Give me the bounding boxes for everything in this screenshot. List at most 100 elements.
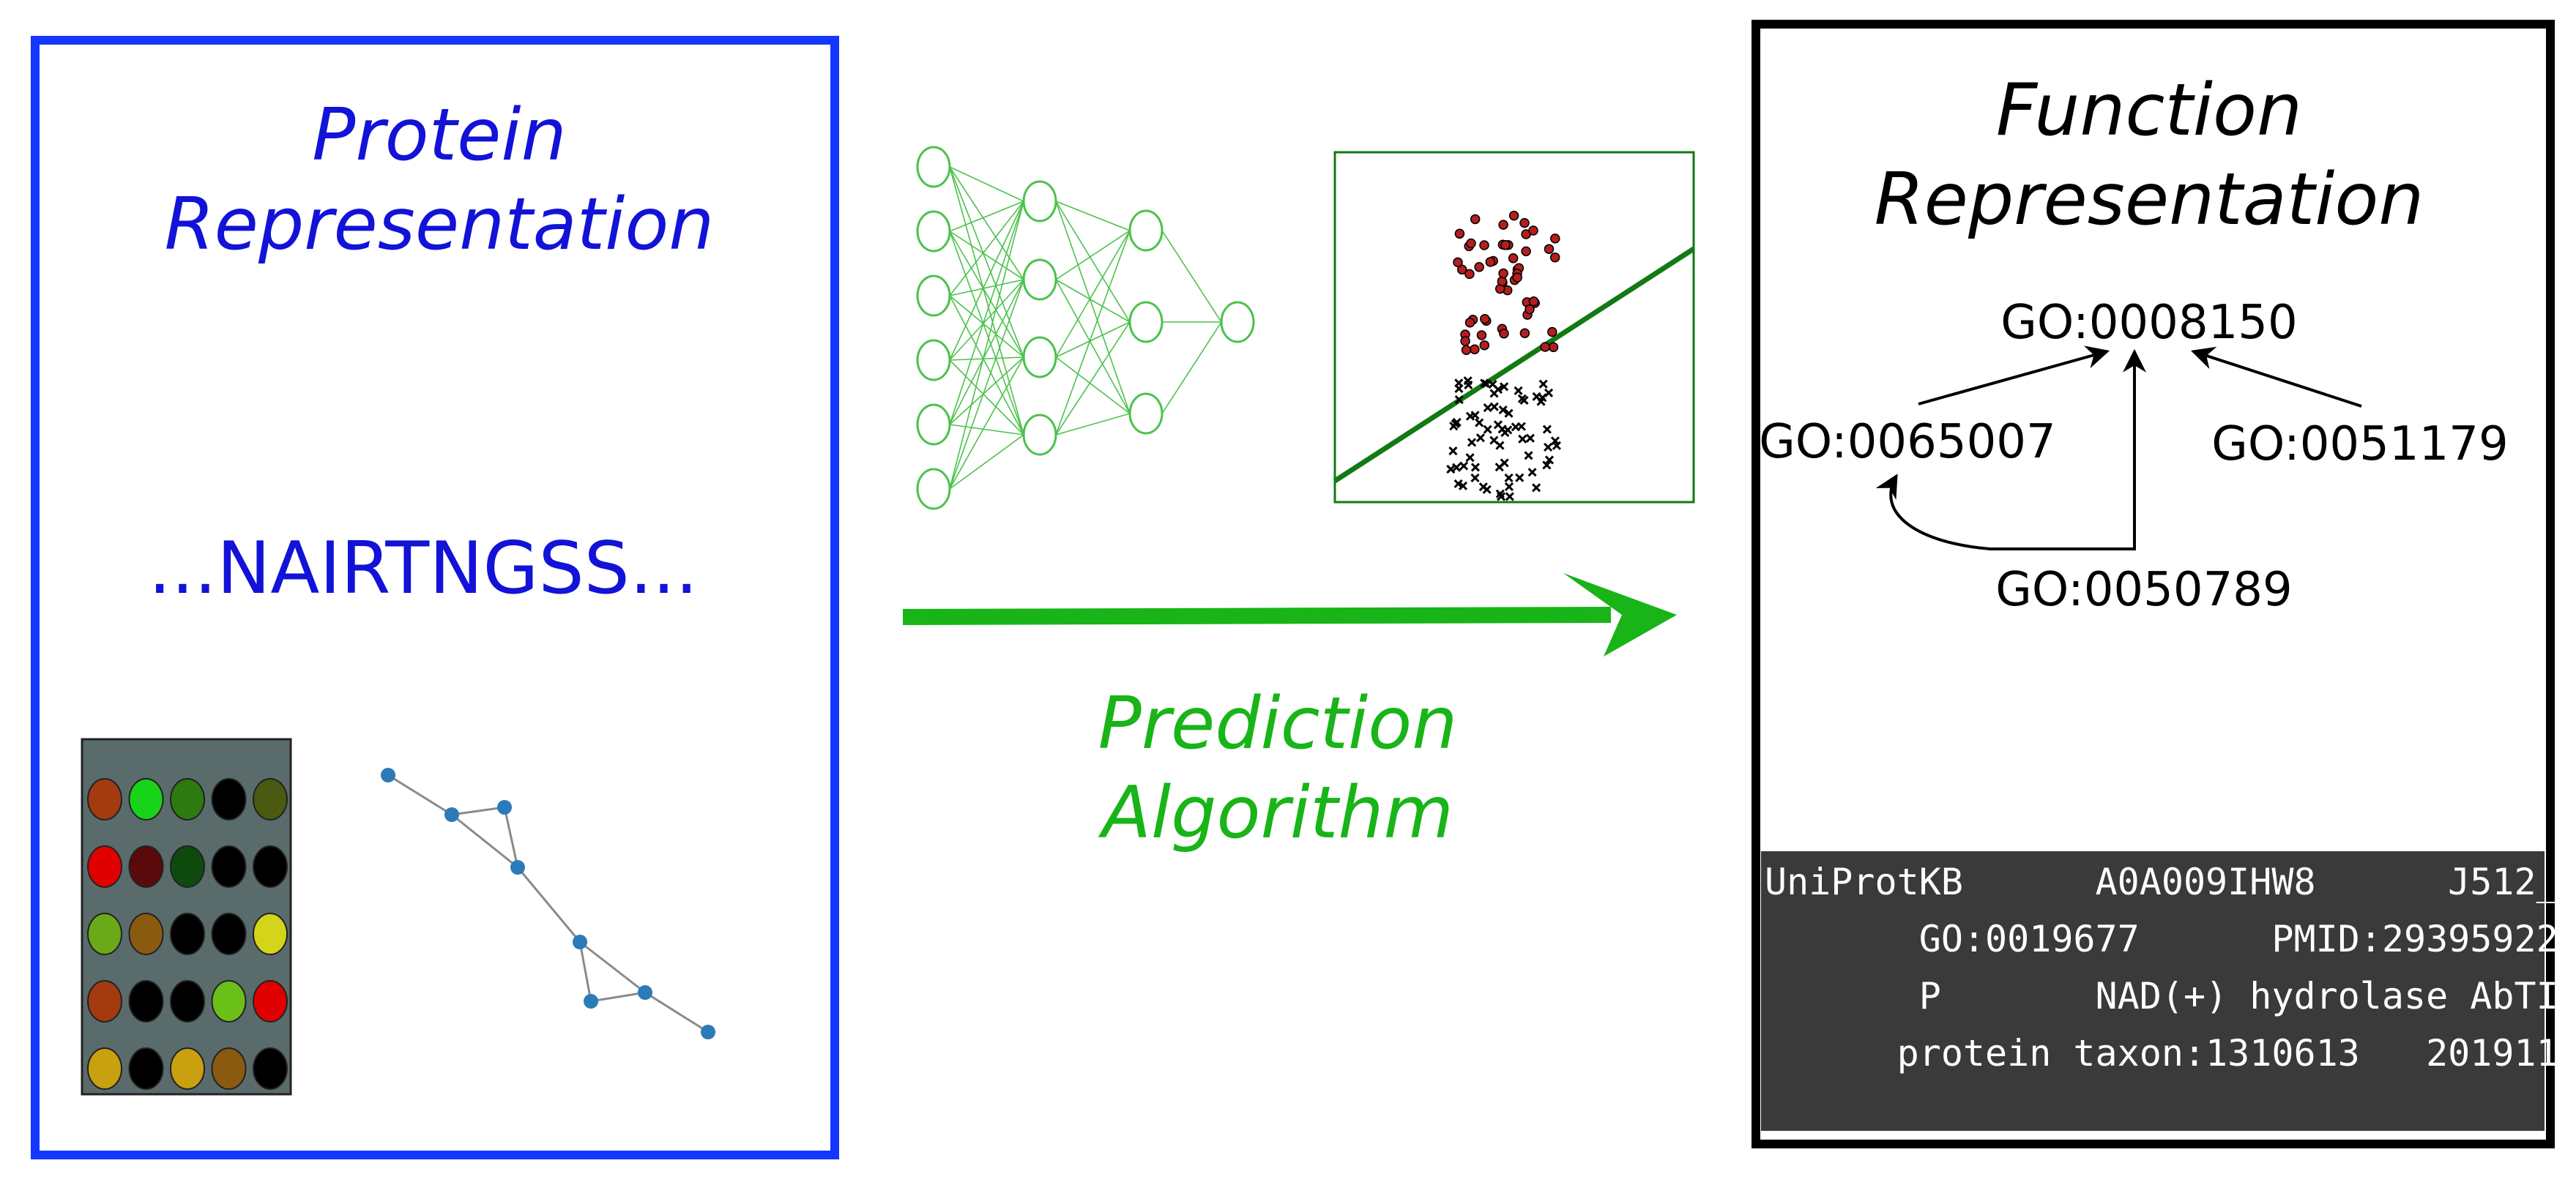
- matrix-cell: [128, 778, 164, 820]
- scatter-point-class-b: [1538, 379, 1548, 389]
- scatter-point-class-a: [1461, 345, 1472, 355]
- prediction-arrow-head: [1563, 573, 1677, 657]
- matrix-cell: [87, 845, 122, 888]
- go-term-right: GO:0051179: [2211, 417, 2508, 471]
- nn-neuron: [1022, 258, 1057, 301]
- scatter-point-class-a: [1474, 262, 1484, 272]
- graph-edge: [579, 941, 646, 994]
- scatter-point-class-b: [1458, 481, 1468, 490]
- classifier-scatter-icon: [1333, 151, 1695, 504]
- matrix-cell: [170, 845, 205, 888]
- gaf-line-3: P NAD(+) hydrolase AbTIR J512_3302: [1765, 975, 2576, 1017]
- nn-connection: [949, 356, 1024, 361]
- scatter-point-class-a: [1521, 246, 1531, 257]
- go-term-bottom: GO:0050789: [1995, 563, 2292, 617]
- nn-connection: [1055, 201, 1131, 323]
- scatter-point-class-b: [1542, 460, 1552, 470]
- nn-connection: [1161, 230, 1222, 323]
- scatter-point-class-a: [1519, 217, 1530, 228]
- feature-matrix: [81, 738, 292, 1096]
- scatter-point-class-b: [1483, 403, 1492, 413]
- scatter-point-class-b: [1465, 453, 1475, 463]
- nn-neuron: [1128, 301, 1164, 343]
- scatter-point-class-b: [1448, 446, 1458, 456]
- nn-neuron: [916, 339, 951, 381]
- matrix-cell: [253, 778, 288, 820]
- scatter-point-class-a: [1480, 313, 1490, 324]
- decision-boundary-line: [1333, 247, 1695, 483]
- scatter-point-class-b: [1470, 463, 1480, 472]
- prediction-algorithm: Prediction Algorithm: [902, 146, 1695, 855]
- nn-connection: [949, 356, 1024, 490]
- scatter-point-class-a: [1547, 326, 1557, 337]
- go-edge-left-to-root: [1918, 345, 2110, 405]
- function-panel-title-line2: Representation: [1875, 158, 2424, 242]
- scatter-point-class-a: [1519, 328, 1530, 338]
- scatter-point-class-b: [1489, 402, 1499, 411]
- scatter-point-class-b: [1515, 473, 1525, 482]
- nn-connection: [949, 279, 1024, 296]
- graph-edge: [503, 807, 519, 868]
- matrix-cell: [87, 980, 122, 1023]
- matrix-cell: [211, 845, 247, 888]
- nn-connection: [949, 201, 1024, 232]
- nn-connection: [1055, 279, 1131, 414]
- nn-connection: [949, 231, 1024, 436]
- matrix-cell: [128, 1047, 164, 1090]
- nn-connection: [949, 295, 1024, 436]
- scatter-point-class-a: [1460, 336, 1470, 346]
- protein-panel-title-line1: Protein: [312, 94, 566, 177]
- nn-connection: [949, 231, 1024, 280]
- scatter-point-class-a: [1456, 264, 1467, 275]
- function-representation-panel: Function Representation GO:0008150 GO:00…: [1752, 20, 2576, 1148]
- scatter-point-class-b: [1536, 397, 1546, 406]
- scatter-point-class-b: [1478, 482, 1488, 492]
- scatter-point-class-a: [1470, 214, 1481, 225]
- graph-edge: [451, 813, 518, 869]
- nn-connection: [949, 434, 1024, 490]
- scatter-point-class-b: [1500, 458, 1509, 468]
- scatter-point-class-b: [1495, 441, 1505, 450]
- graph-edge: [516, 867, 581, 943]
- matrix-cell: [253, 845, 288, 888]
- graph-edge: [590, 991, 646, 1003]
- nn-connection: [949, 201, 1024, 361]
- scatter-point-class-a: [1528, 225, 1538, 236]
- nn-connection: [949, 166, 1024, 436]
- nn-connection: [949, 166, 1024, 280]
- go-term-root: GO:0008150: [2000, 296, 2297, 350]
- nn-connection: [1055, 230, 1131, 358]
- scatter-point-class-b: [1452, 463, 1462, 472]
- go-term-left: GO:0065007: [1759, 415, 2055, 469]
- scatter-point-class-a: [1528, 296, 1539, 307]
- function-panel-border: [1752, 20, 2555, 1148]
- protein-representation-panel: Protein Representation ...NAIRTNGSS...: [31, 36, 839, 1159]
- gaf-line-1: UniProtKB A0A009IHW8 J512_3302: [1765, 861, 2576, 903]
- nn-neuron: [1128, 392, 1164, 435]
- matrix-cell: [170, 980, 205, 1023]
- scatter-point-class-a: [1512, 272, 1522, 283]
- nn-neuron: [916, 146, 951, 188]
- nn-connection: [1055, 321, 1131, 358]
- scatter-point-class-b: [1511, 422, 1520, 432]
- scatter-point-class-a: [1508, 210, 1519, 221]
- scatter-point-class-a: [1498, 268, 1508, 279]
- nn-connection: [949, 359, 1024, 436]
- nn-connection: [949, 231, 1024, 358]
- scatter-point-class-a: [1508, 253, 1519, 263]
- matrix-cell: [170, 1047, 205, 1090]
- nn-connection: [949, 166, 1024, 202]
- graph-node: [584, 994, 598, 1009]
- scatter-point-class-b: [1475, 418, 1484, 427]
- protein-panel-border: [31, 36, 839, 1159]
- scatter-point-class-b: [1544, 388, 1554, 397]
- scatter-point-class-b: [1496, 492, 1506, 501]
- scatter-point-class-b: [1463, 376, 1473, 386]
- graph-node: [444, 807, 459, 822]
- nn-connection: [1055, 413, 1131, 436]
- scatter-point-class-b: [1505, 492, 1514, 501]
- matrix-cell: [128, 913, 164, 955]
- scatter-point-class-b: [1459, 461, 1469, 471]
- scatter-point-class-a: [1479, 240, 1489, 250]
- scatter-point-class-b: [1532, 483, 1541, 493]
